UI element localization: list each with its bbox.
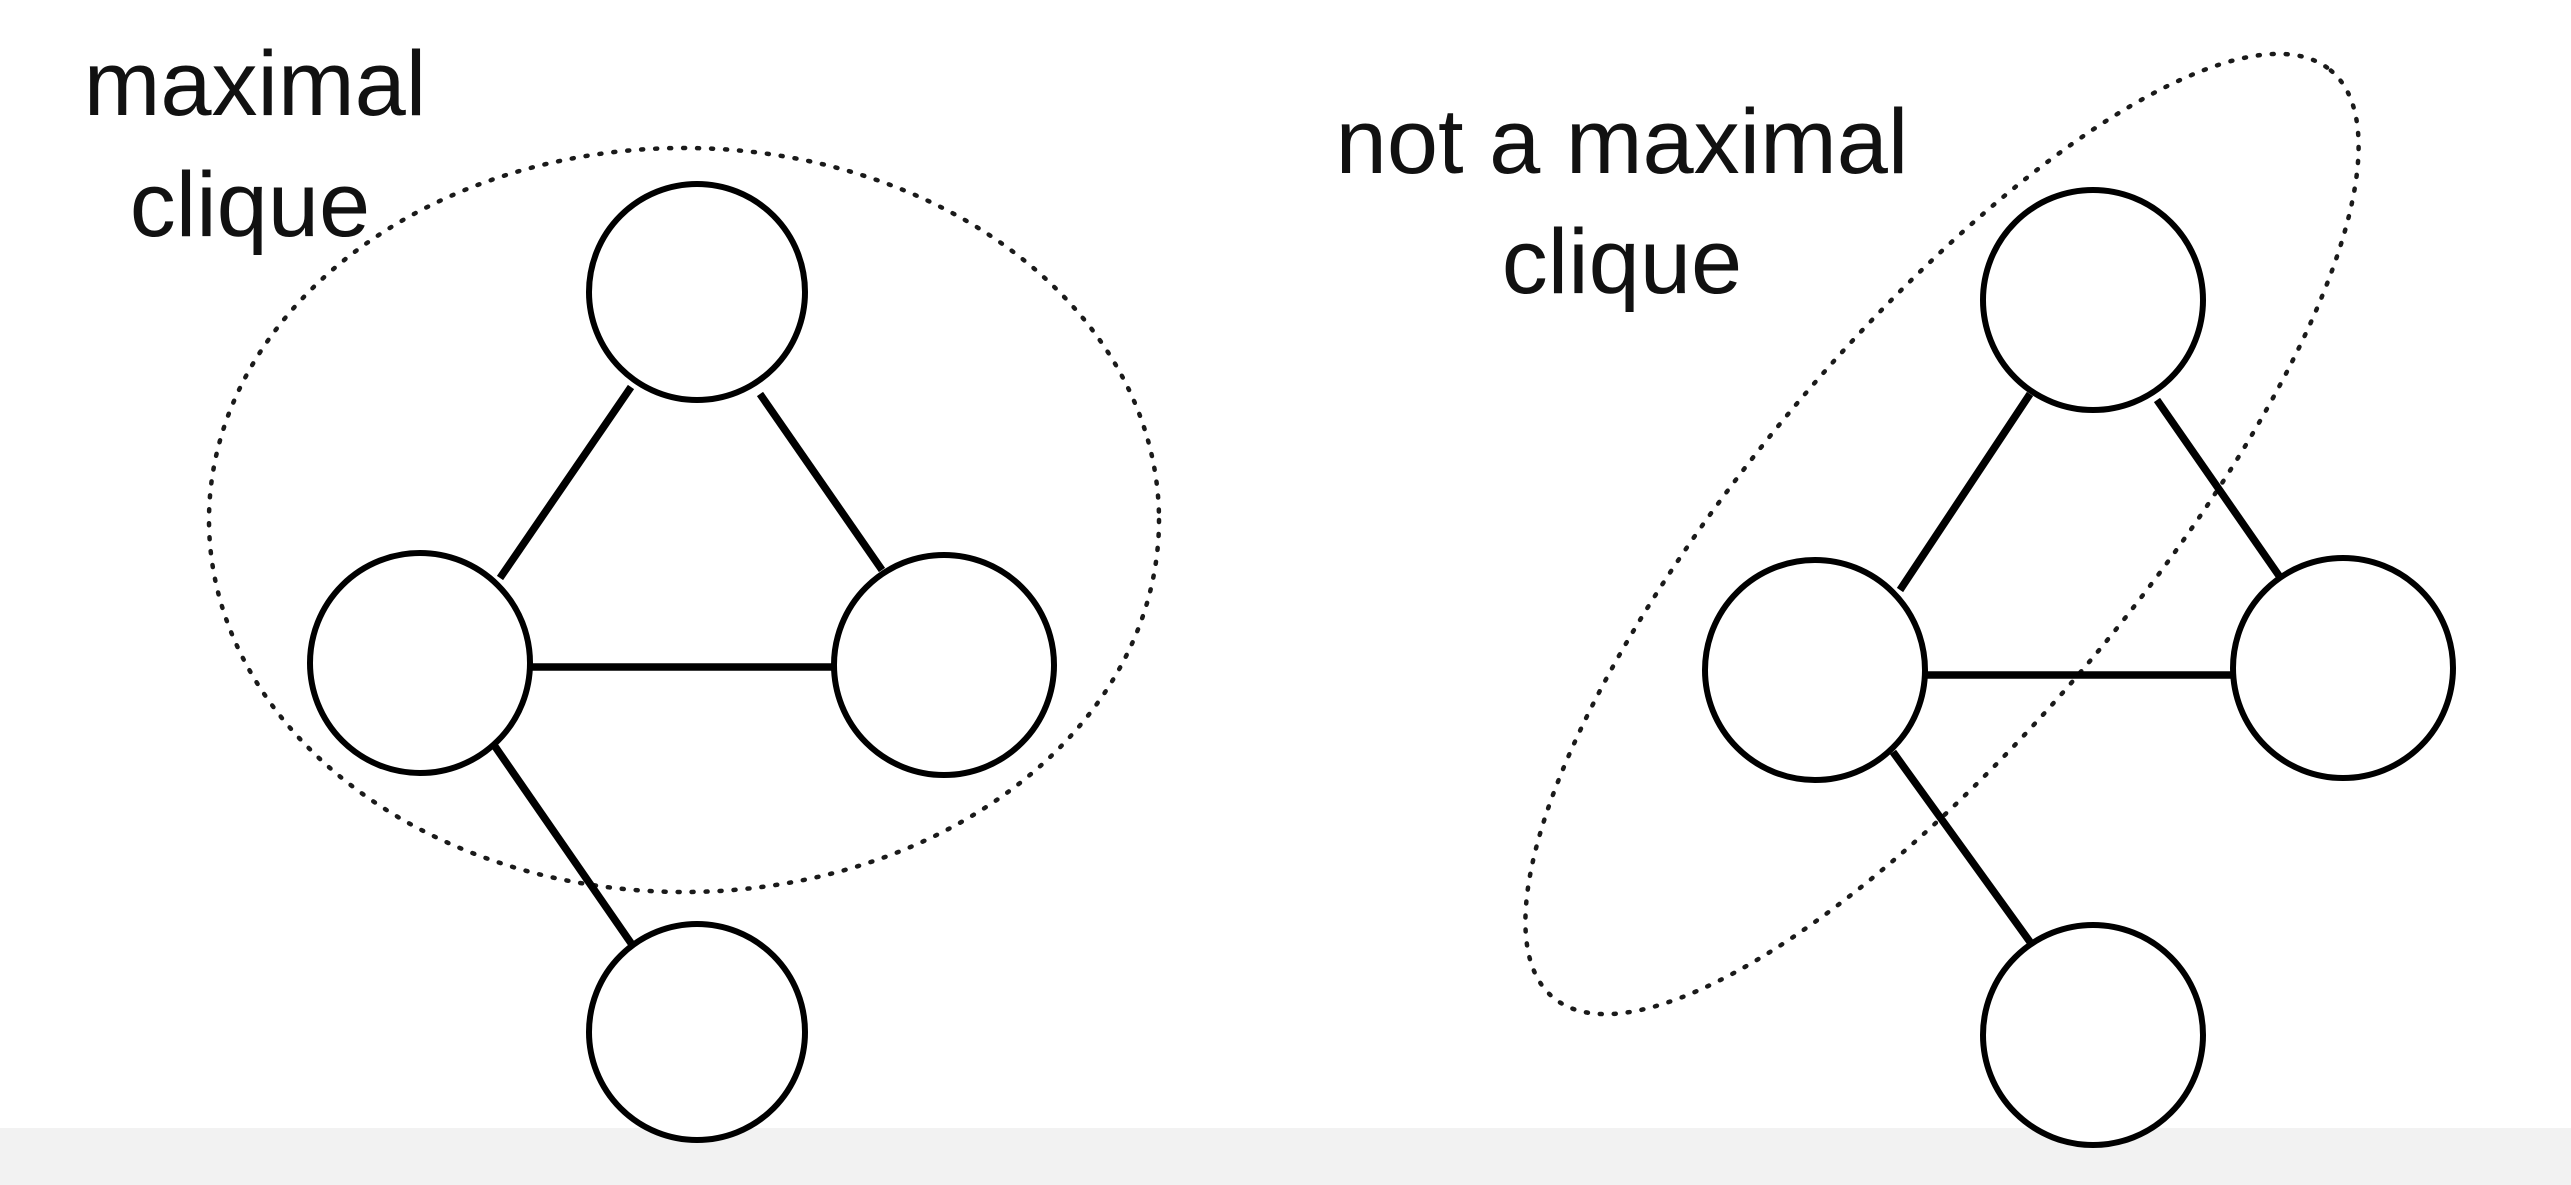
- left-edge-left-bottom: [490, 742, 637, 949]
- right-edge-left-bottom: [1889, 749, 2037, 949]
- right-node-right: [2230, 555, 2456, 781]
- left-caption-line-1: maximal: [84, 33, 426, 135]
- left-node-right: [831, 552, 1057, 778]
- bottom-band: [0, 1128, 2571, 1185]
- right-node-bottom: [1980, 922, 2206, 1148]
- left-clique-enclosure: [206, 145, 1162, 895]
- right-edge-top-left: [1896, 391, 2034, 593]
- right-node-left: [1702, 557, 1928, 783]
- right-caption-line-1: not a maximal: [1336, 91, 1909, 193]
- right-clique-enclosure: [1523, 51, 2361, 1017]
- left-node-bottom: [586, 921, 808, 1143]
- right-node-top: [1980, 187, 2206, 413]
- left-node-top: [586, 181, 808, 403]
- left-panel: maximal clique: [84, 33, 1162, 1143]
- right-panel: not a maximal clique: [1336, 51, 2456, 1148]
- left-caption-line-2: clique: [130, 154, 370, 256]
- left-node-left: [307, 550, 533, 776]
- right-caption-line-2: clique: [1502, 211, 1742, 313]
- left-edge-top-left: [496, 384, 635, 581]
- right-edge-top-right: [2153, 397, 2286, 583]
- left-edge-top-right: [756, 391, 886, 573]
